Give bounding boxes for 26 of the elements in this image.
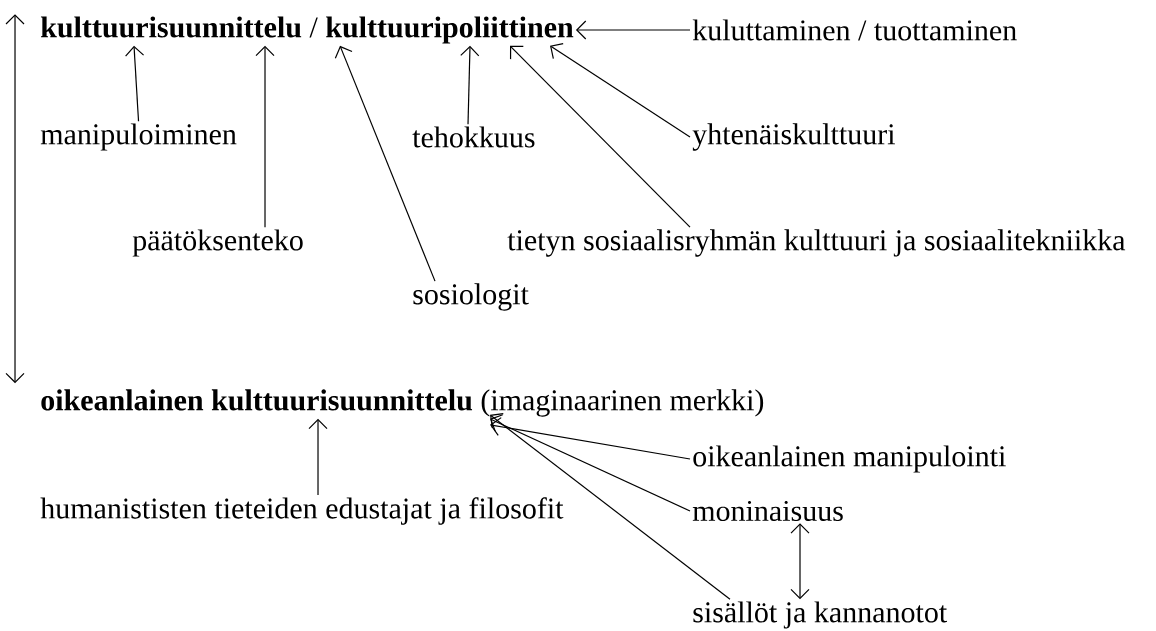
arrow	[790, 523, 810, 600]
arrow	[490, 414, 691, 512]
arrow	[334, 45, 436, 282]
arrow	[550, 43, 691, 138]
arrow	[509, 45, 691, 228]
arrow	[125, 45, 145, 122]
arrow	[255, 45, 275, 228]
term-label: kuluttaminen / tuottaminen	[692, 19, 1017, 41]
term-label: oikeanlainen kulttuurisuunnittelu (imaginaarinen merkki)	[41, 389, 764, 417]
term-label: tehokkuus	[412, 126, 535, 148]
arrow	[460, 45, 480, 125]
arrow	[490, 413, 731, 600]
term-label: päätöksenteko	[132, 229, 303, 257]
term-label: sosiologit	[413, 283, 529, 311]
term-label: humanististen tieteiden edustajat ja filosofit	[40, 497, 564, 525]
term-label: manipuloiminen	[40, 123, 237, 151]
arrow	[5, 14, 25, 384]
term-label: kulttuurisuunnittelu / kulttuuripoliittinen	[40, 16, 574, 44]
term-label: oikeanlainen manipulointi	[693, 445, 1006, 473]
term-label: tietyn sosiaalisryhmän kulttuuri ja sosiaalitekniikka	[507, 229, 1126, 257]
term-label: sisällöt ja kannanotot	[693, 601, 947, 629]
arrow	[575, 20, 691, 40]
arrow	[308, 418, 328, 496]
term-label: moninaisuus	[692, 500, 843, 522]
arrow	[490, 417, 691, 460]
term-label: yhtenäiskulttuuri	[692, 123, 895, 151]
